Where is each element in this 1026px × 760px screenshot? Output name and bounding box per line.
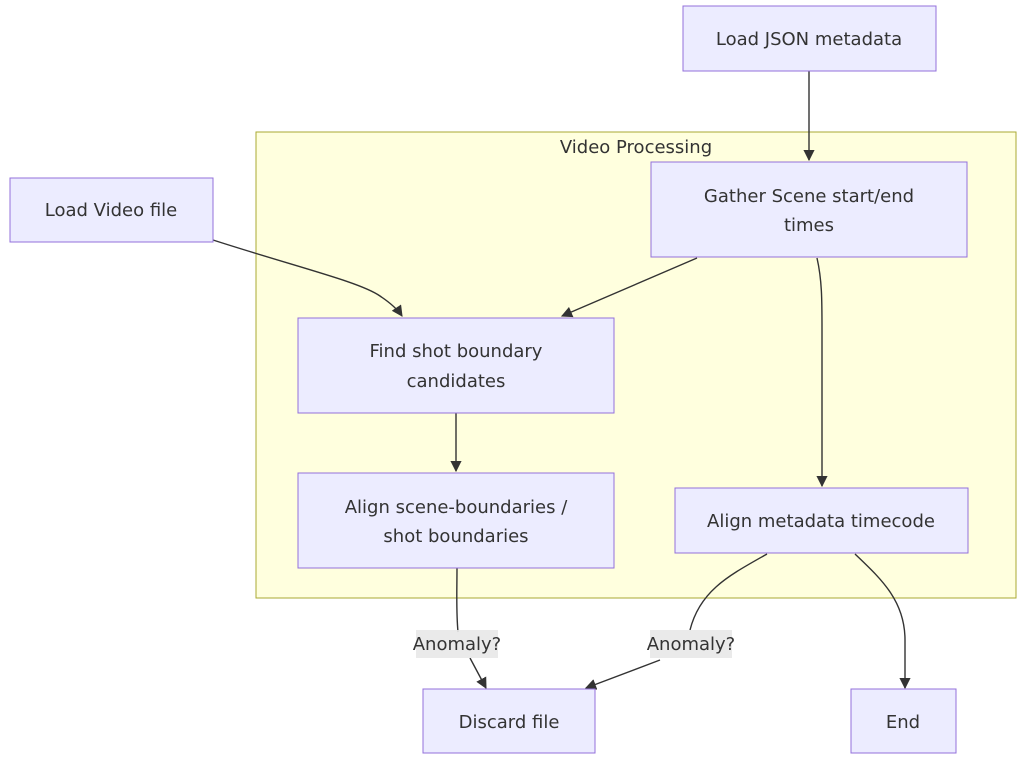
edges <box>212 71 911 690</box>
edge-label-anomaly-right: Anomaly? <box>647 630 736 658</box>
node-find-shot-line2: candidates <box>407 371 506 392</box>
node-find-shot: Find shot boundary candidates <box>297 317 615 414</box>
node-gather-scene-line2: times <box>784 215 834 236</box>
node-load-json-label: Load JSON metadata <box>716 29 902 50</box>
node-load-json: Load JSON metadata <box>682 5 937 72</box>
node-end: End <box>850 688 957 754</box>
edge-align-meta-to-end <box>854 553 911 690</box>
node-find-shot-line1: Find shot boundary <box>370 341 543 362</box>
edge-gather-to-find <box>560 257 698 318</box>
edge-align-scene-to-discard <box>456 567 486 688</box>
edge-video-to-find <box>212 239 403 317</box>
anomaly-label-left: Anomaly? <box>413 634 502 655</box>
edge-align-meta-to-discard <box>586 553 768 688</box>
node-gather-scene-line1: Gather Scene start/end <box>704 186 914 207</box>
node-align-meta: Align metadata timecode <box>674 487 969 554</box>
node-discard-label: Discard file <box>459 712 560 733</box>
node-load-video: Load Video file <box>9 177 214 243</box>
node-align-scene-line2: shot boundaries <box>383 526 528 547</box>
node-end-label: End <box>886 712 920 733</box>
node-gather-scene: Gather Scene start/end times <box>650 161 968 258</box>
node-discard: Discard file <box>422 688 596 754</box>
node-align-scene-line1: Align scene-boundaries / <box>345 497 568 518</box>
edge-label-anomaly-left: Anomaly? <box>413 630 502 658</box>
node-align-meta-label: Align metadata timecode <box>707 511 935 532</box>
cluster-title: Video Processing <box>560 137 712 158</box>
node-align-scene: Align scene-boundaries / shot boundaries <box>297 472 615 569</box>
anomaly-label-right: Anomaly? <box>647 634 736 655</box>
node-load-video-label: Load Video file <box>45 200 177 221</box>
edge-gather-to-align-meta <box>816 257 828 488</box>
